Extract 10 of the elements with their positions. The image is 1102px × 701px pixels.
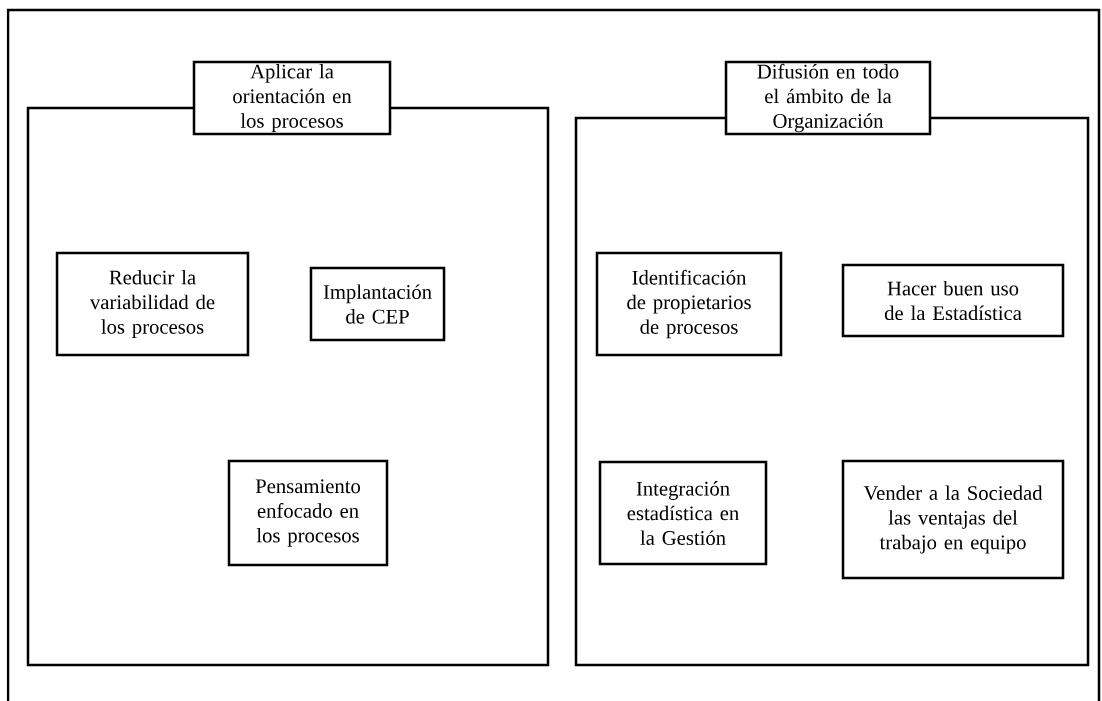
group-panel (26, 106, 550, 667)
text-box: Hacer buen uso de la Estadística (841, 263, 1065, 338)
text-box: Identificación de propietarios de procesos (595, 251, 783, 357)
text-box: Reducir la variabilidad de los procesos (55, 251, 250, 357)
text-box: Pensamiento enfocado en los procesos (227, 459, 389, 567)
panel-heading: Aplicar la orientación en los procesos (192, 60, 392, 136)
text-box: Implantación de CEP (309, 266, 446, 342)
text-box: Integración estadística en la Gestión (598, 460, 768, 566)
text-box: Vender a la Sociedad las ventajas del trabajo en equipo (841, 459, 1065, 580)
panel-heading: Difusión en todo el ámbito de la Organización (724, 60, 932, 136)
